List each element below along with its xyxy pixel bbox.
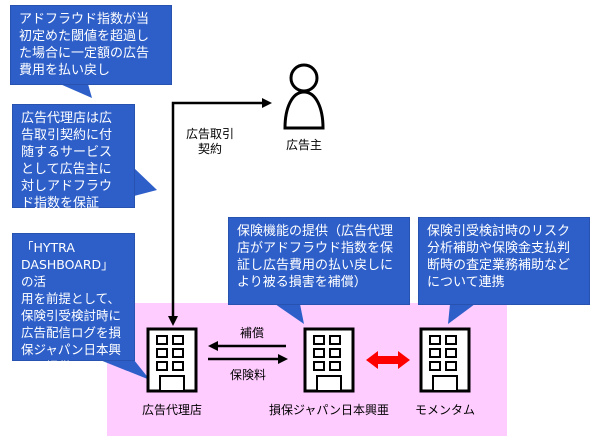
agency-label: 広告代理店: [141, 403, 202, 417]
callout-refund: アドフラウド指数が当 初定めた閾値を超過し た場合に一定額の広告 費用を払い戻し: [10, 5, 172, 85]
callout-tail-refund: [60, 84, 92, 98]
insurer-label: 損保ジャパン日本興亜: [268, 403, 389, 417]
building-icon-momentum: [419, 327, 471, 393]
arrowhead-agency: [168, 316, 178, 326]
callout-guarantee-text: 広告代理店は広 告取引契約に付 随するサービス として広告主に 対しアドフラウ …: [21, 111, 113, 211]
callout-insurance: 保険機能の提供（広告代理 店がアドフラウド指数を保 証し広告費用の払い戻しに よ…: [228, 217, 410, 305]
momentum-label: モメンタム: [414, 403, 475, 417]
arrowhead-compensation: [208, 341, 218, 351]
premium-label: 保険料: [229, 368, 266, 382]
callout-tail-guarantee: [134, 168, 157, 196]
callout-dashboard: 「HYTRA DASHBOARD」の活 用を前提として、 保険引受検討時に 広告…: [12, 233, 135, 374]
arrowhead-advertiser: [262, 98, 272, 108]
building-icon-agency: [146, 327, 198, 393]
callout-tail-dashboard: [100, 360, 150, 380]
callout-refund-text: アドフラウド指数が当 初定めた閾値を超過し た場合に一定額の広告 費用を払い戻し: [19, 12, 150, 78]
callout-insurance-text: 保険機能の提供（広告代理 店がアドフラウド指数を保 証し広告費用の払い戻しに よ…: [237, 224, 394, 290]
callout-tail-momentum: [448, 304, 475, 324]
compensation-label: 補償: [239, 326, 264, 340]
partnership-double-arrow: [366, 351, 410, 369]
callout-guarantee: 広告代理店は広 告取引契約に付 随するサービス として広告主に 対しアドフラウ …: [12, 104, 135, 211]
callout-momentum: 保険引受検討時のリスク 分析補助や保険金支払判 断時の査定業務補助など について…: [418, 217, 590, 305]
callout-momentum-text: 保険引受検討時のリスク 分析補助や保険金支払判 断時の査定業務補助など について…: [427, 224, 571, 290]
contract-line: [171, 101, 262, 318]
person-icon: [283, 63, 325, 130]
contract-label: 広告取引 契約: [185, 127, 234, 156]
advertiser-label: 広告主: [285, 138, 322, 152]
callout-dashboard-text: 「HYTRA DASHBOARD」の活 用を前提として、 保険引受検討時に 広告…: [21, 240, 122, 374]
callout-tail-insurance: [275, 304, 304, 324]
arrowhead-premium: [278, 354, 288, 364]
building-icon-insurer: [303, 327, 355, 393]
